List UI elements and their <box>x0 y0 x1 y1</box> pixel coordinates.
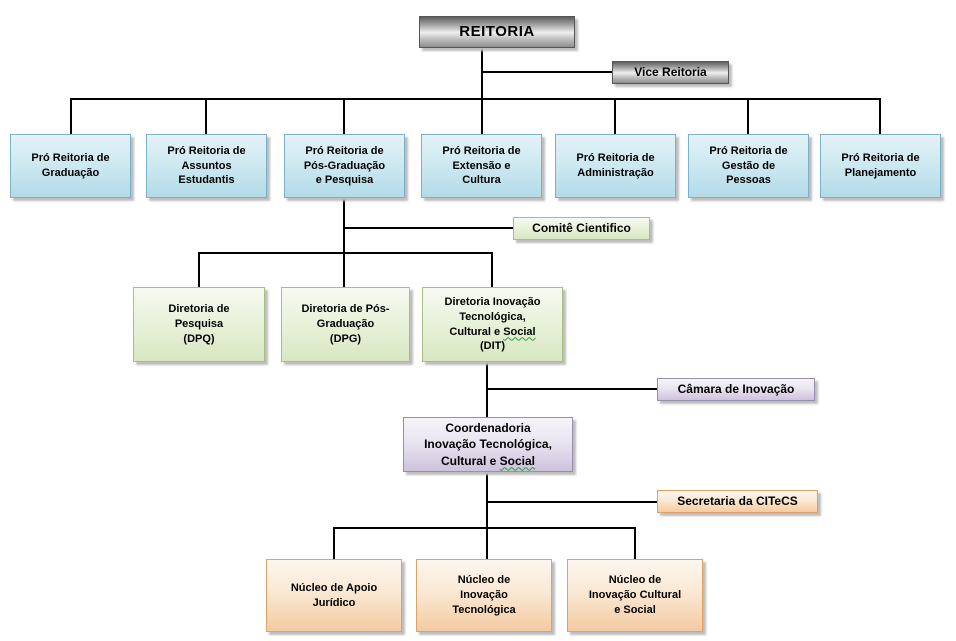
node-label: Pró Reitoria de Graduação <box>31 152 110 179</box>
node-pro-reitoria-assuntos-estudantis: Pró Reitoria de Assuntos Estudantis <box>146 134 267 198</box>
node-reitoria: REITORIA <box>419 16 575 48</box>
connector-line <box>491 252 493 287</box>
node-pro-reitoria-extensao-cultura: Pró Reitoria de Extensão e Cultura <box>421 134 542 198</box>
spellcheck-flagged-word: Social <box>503 325 536 338</box>
connector-line <box>614 98 616 134</box>
node-label: Diretoria de Pesquisa (DPQ) <box>168 303 230 345</box>
node-comite-cientifico: Comitê Cientifico <box>513 217 650 240</box>
node-label: Núcleo de Inovação Cultural e Social <box>588 574 682 616</box>
node-label: Núcleo de Apoio Jurídico <box>290 581 378 609</box>
node-label: Coordenadoria Inovação Tecnológica, Cult… <box>424 421 552 468</box>
node-camara-inovacao: Câmara de Inovação <box>657 378 815 401</box>
node-coordenadoria-inovacao: Coordenadoria Inovação Tecnológica, Cult… <box>403 417 573 472</box>
node-label: Vice Reitoria <box>634 65 707 80</box>
node-pro-reitoria-planejamento: Pró Reitoria de Planejamento <box>820 134 941 198</box>
connector-line <box>486 501 657 503</box>
node-diretoria-pesquisa: Diretoria de Pesquisa (DPQ) <box>133 287 265 362</box>
connector-line <box>343 252 345 287</box>
node-label: Pró Reitoria de Pós-Graduação e Pesquisa <box>303 144 386 187</box>
node-label: Secretaria da CITeCS <box>677 494 798 509</box>
connector-line <box>198 252 200 287</box>
connector-line <box>333 527 335 559</box>
connector-line <box>486 472 488 559</box>
connector-line <box>70 98 72 134</box>
node-label: Diretoria de Pós- Graduação (DPG) <box>301 303 390 345</box>
connector-line <box>333 527 636 529</box>
connector-line <box>198 252 493 254</box>
node-label: Câmara de Inovação <box>677 382 795 397</box>
connector-line <box>481 48 483 134</box>
node-pro-reitoria-pos-graduacao-pesquisa: Pró Reitoria de Pós-Graduação e Pesquisa <box>284 134 405 198</box>
node-pro-reitoria-administracao: Pró Reitoria de Administração <box>555 134 676 198</box>
node-label: Pró Reitoria de Administração <box>576 152 655 179</box>
connector-line <box>205 98 207 134</box>
connector-line <box>70 98 881 100</box>
node-label: Núcleo de Inovação Tecnológica <box>452 574 516 616</box>
node-label: Comitê Cientifico <box>532 221 631 236</box>
node-pro-reitoria-gestao-pessoas: Pró Reitoria de Gestão de Pessoas <box>688 134 809 198</box>
spellcheck-flagged-word: Social <box>499 453 536 468</box>
connector-line <box>486 388 657 390</box>
node-label: Diretoria Inovação Tecnológica, Cultural… <box>444 295 541 353</box>
node-nucleo-inovacao-tecnologica: Núcleo de Inovação Tecnológica <box>416 559 552 632</box>
connector-line <box>343 227 513 229</box>
connector-line <box>747 98 749 134</box>
connector-line <box>481 71 612 73</box>
connector-line <box>343 198 345 254</box>
node-pro-reitoria-graduacao: Pró Reitoria de Graduação <box>10 134 131 198</box>
connector-line <box>879 98 881 134</box>
node-label: REITORIA <box>459 22 535 40</box>
node-label: Pró Reitoria de Extensão e Cultura <box>442 144 521 187</box>
node-diretoria-inovacao-dit: Diretoria Inovação Tecnológica, Cultural… <box>422 287 563 362</box>
connector-line <box>634 527 636 559</box>
node-vice-reitoria: Vice Reitoria <box>612 61 729 84</box>
node-diretoria-pos-graduacao: Diretoria de Pós- Graduação (DPG) <box>281 287 410 362</box>
connector-line <box>343 98 345 134</box>
node-nucleo-apoio-juridico: Núcleo de Apoio Jurídico <box>266 559 402 632</box>
node-nucleo-inovacao-cultural-social: Núcleo de Inovação Cultural e Social <box>567 559 703 632</box>
node-label: Pró Reitoria de Planejamento <box>841 152 920 179</box>
node-secretaria-citecs: Secretaria da CITeCS <box>657 490 818 513</box>
node-label: Pró Reitoria de Assuntos Estudantis <box>167 144 246 187</box>
node-label: Pró Reitoria de Gestão de Pessoas <box>709 144 788 187</box>
